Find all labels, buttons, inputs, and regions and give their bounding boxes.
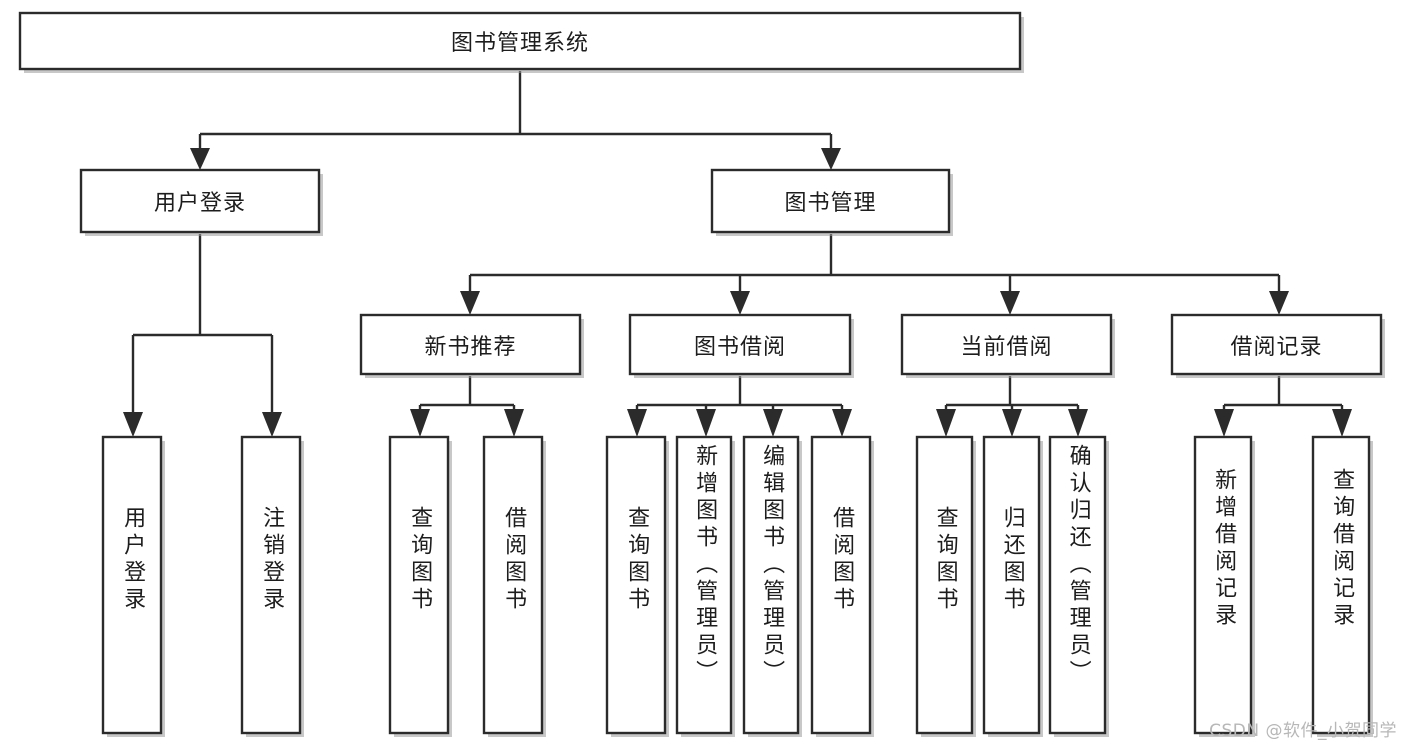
leaf-logout-login-box[interactable] (240, 435, 302, 735)
arrow-bb-leaf2-icon (696, 409, 716, 437)
connector-group-book-borrow (627, 376, 852, 437)
arrow-bb-leaf1-icon (627, 409, 647, 437)
arrow-bm-borrow-record-icon (1269, 291, 1289, 315)
arrow-cb-leaf3-icon (1068, 409, 1088, 437)
arrow-bm-current-borrow-icon (1000, 291, 1020, 315)
arrow-br-leaf2-icon (1332, 409, 1352, 437)
arrow-nbr-leaf1-icon (410, 409, 430, 437)
arrow-bb-leaf4-icon (832, 409, 852, 437)
csdn-watermark: CSDN @软件_小贺同学 (1209, 721, 1397, 741)
connector-group-current-borrow (936, 376, 1088, 437)
book-borrow-node-box[interactable] (628, 313, 852, 376)
current-borrow-node-box[interactable] (900, 313, 1113, 376)
user-login-node-box[interactable] (79, 168, 321, 234)
leaf-user-login-box[interactable] (101, 435, 163, 735)
connector-group-borrow-record (1214, 376, 1352, 437)
borrow-record-node-box[interactable] (1170, 313, 1383, 376)
connector-group-root (190, 71, 841, 170)
leaf-query-book-1-box[interactable] (388, 435, 450, 735)
leaf-query-book-3-box[interactable] (915, 435, 974, 735)
leaf-query-record-box[interactable] (1311, 435, 1371, 735)
arrow-user-login-leaf2-icon (262, 412, 282, 437)
arrow-br-leaf1-icon (1214, 409, 1234, 437)
leaf-query-book-2-box[interactable] (605, 435, 667, 735)
arrow-nbr-leaf2-icon (504, 409, 524, 437)
arrow-bm-new-book-icon (460, 291, 480, 315)
new-book-rec-node-box[interactable] (359, 313, 582, 376)
arrow-cb-leaf2-icon (1002, 409, 1022, 437)
leaf-add-book-box[interactable] (675, 435, 733, 735)
book-manage-node-box[interactable] (710, 168, 951, 234)
leaf-return-book-box[interactable] (982, 435, 1041, 735)
arrow-bb-leaf3-icon (763, 409, 783, 437)
leaf-confirm-return-box[interactable] (1048, 435, 1107, 735)
leaf-add-record-box[interactable] (1193, 435, 1253, 735)
root-node-box[interactable] (18, 11, 1022, 71)
arrow-user-login-leaf1-icon (123, 412, 143, 437)
leaf-borrow-book-2-box[interactable] (810, 435, 872, 735)
arrow-cb-leaf1-icon (936, 409, 956, 437)
arrow-root-to-book-manage-icon (821, 148, 841, 170)
leaf-borrow-book-1-box[interactable] (482, 435, 544, 735)
arrow-bm-book-borrow-icon (730, 291, 750, 315)
connector-group-new-book-rec (410, 376, 524, 437)
connector-group-user-login (123, 234, 282, 437)
connector-group-book-manage (460, 234, 1289, 315)
leaf-edit-book-box[interactable] (742, 435, 800, 735)
arrow-root-to-user-login-icon (190, 148, 210, 170)
